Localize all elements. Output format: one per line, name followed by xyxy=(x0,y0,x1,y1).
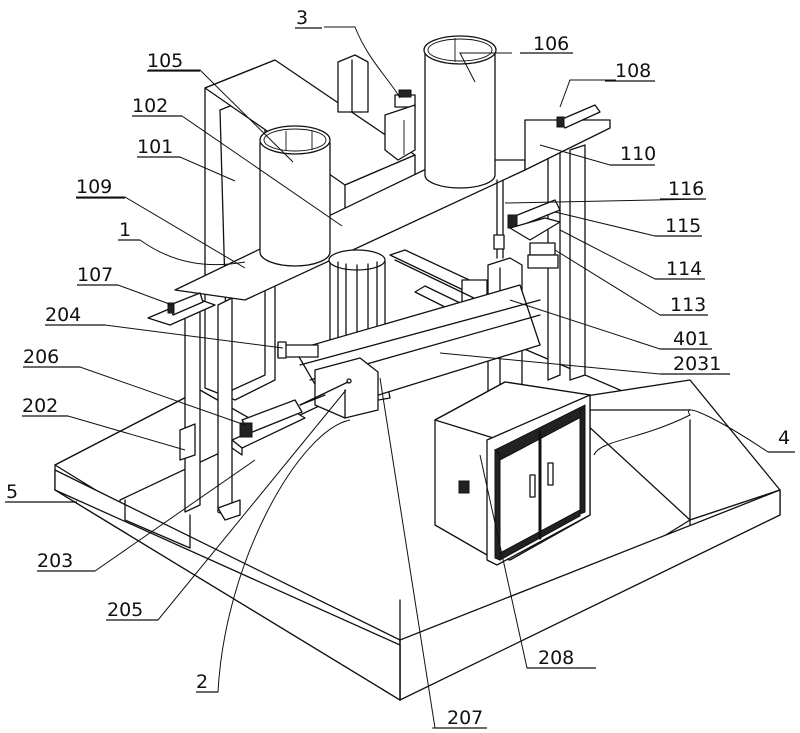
callout-206: 206 xyxy=(23,346,80,368)
slide-rail-bed xyxy=(277,284,541,419)
callout-3: 3 xyxy=(295,7,322,29)
callout-207-label: 207 xyxy=(447,707,483,729)
callout-202: 202 xyxy=(22,395,68,417)
callout-115: 115 xyxy=(655,215,702,237)
callout-105: 105 xyxy=(147,50,200,72)
callout-107: 107 xyxy=(77,264,118,286)
callout-102-label: 102 xyxy=(132,95,168,117)
callout-3-label: 3 xyxy=(296,7,308,29)
callout-101: 101 xyxy=(137,136,180,158)
callout-106: 106 xyxy=(520,33,573,55)
callout-109-label: 109 xyxy=(76,176,112,198)
callout-106-label: 106 xyxy=(533,33,569,55)
callout-205-label: 205 xyxy=(107,599,143,621)
callout-116-label: 116 xyxy=(668,178,704,200)
callout-208: 208 xyxy=(527,647,596,669)
callout-4: 4 xyxy=(768,427,795,453)
callout-102: 102 xyxy=(132,95,182,117)
callout-110: 110 xyxy=(610,143,656,166)
callout-207: 207 xyxy=(435,707,487,729)
callout-203-label: 203 xyxy=(37,550,73,572)
callout-401: 401 xyxy=(660,328,712,350)
cylinder-106 xyxy=(423,35,497,189)
callout-1: 1 xyxy=(118,219,140,241)
guide-202 xyxy=(179,423,196,461)
callout-208-label: 208 xyxy=(538,647,574,669)
callout-5-label: 5 xyxy=(6,481,18,503)
callout-203: 203 xyxy=(37,550,95,572)
actuator-206 xyxy=(231,394,326,456)
callout-204: 204 xyxy=(45,304,105,326)
callout-113: 113 xyxy=(660,294,708,316)
frame xyxy=(147,54,611,521)
callout-2: 2 xyxy=(196,671,218,693)
callout-2031: 2031 xyxy=(660,353,730,375)
sensor-3-mount xyxy=(384,89,416,161)
callout-108: 108 xyxy=(605,60,655,82)
callout-105-label: 105 xyxy=(147,50,183,72)
callout-2-label: 2 xyxy=(196,671,208,693)
callout-204-label: 204 xyxy=(45,304,81,326)
callout-401-label: 401 xyxy=(673,328,709,350)
callout-206-label: 206 xyxy=(23,346,59,368)
callout-5: 5 xyxy=(5,481,77,503)
control-cabinet xyxy=(434,381,591,566)
callout-101-label: 101 xyxy=(137,136,173,158)
callout-110-label: 110 xyxy=(620,143,656,165)
base-platform xyxy=(54,329,781,701)
callout-114: 114 xyxy=(655,258,705,280)
callout-114-label: 114 xyxy=(666,258,702,280)
callout-115-label: 115 xyxy=(665,215,701,237)
callout-107-label: 107 xyxy=(77,264,113,286)
callout-4-label: 4 xyxy=(778,427,790,449)
actuator-107 xyxy=(167,292,204,316)
actuator-108 xyxy=(556,104,601,129)
cylinder-105 xyxy=(259,125,331,267)
callout-205: 205 xyxy=(106,599,158,621)
callout-2031-label: 2031 xyxy=(673,353,721,375)
actuator-116 xyxy=(507,199,561,269)
callout-109: 109 xyxy=(76,176,125,199)
callout-116: 116 xyxy=(660,178,706,200)
callout-202-label: 202 xyxy=(22,395,58,417)
callout-108-label: 108 xyxy=(615,60,651,82)
callout-113-label: 113 xyxy=(670,294,706,316)
callout-1-label: 1 xyxy=(119,219,131,241)
